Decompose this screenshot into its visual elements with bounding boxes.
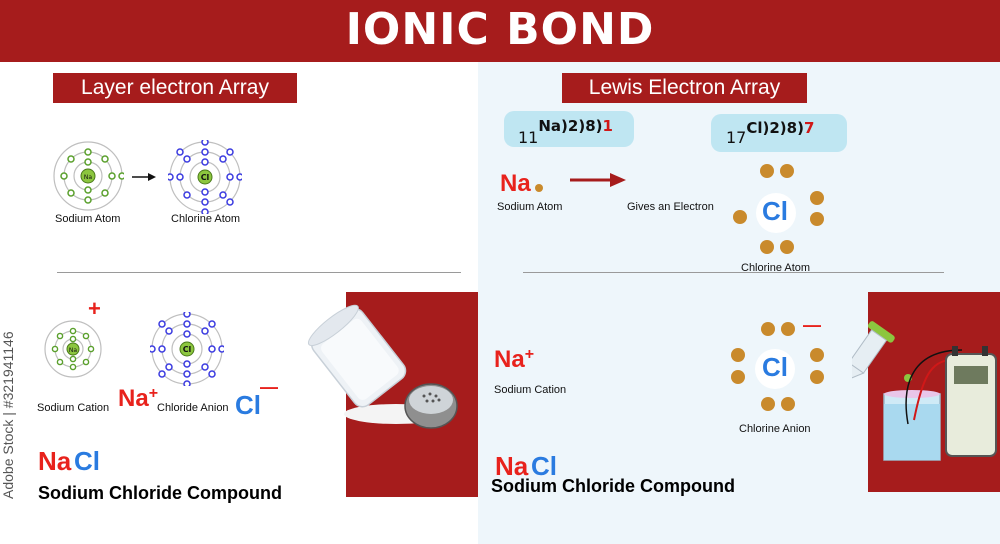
- transfer-arrow-icon: [570, 173, 626, 187]
- sodium-cation-label: Sodium Cation: [37, 402, 110, 414]
- cl-anion-electron-dot: [810, 370, 824, 384]
- lewis-chlorine-atom-label: Chlorine Atom: [741, 262, 811, 274]
- compound-label: Sodium Chloride Compound: [38, 483, 282, 503]
- cl-anion-electron-dot: [781, 322, 795, 336]
- header-bar: [0, 0, 1000, 62]
- cl-anion-electron-dot: [731, 348, 745, 362]
- chloride-nucleus-text: Cl: [183, 345, 192, 354]
- salt-shaker-illustration: [307, 304, 458, 429]
- chlorine-nucleus-text: Cl: [201, 173, 210, 182]
- chloride-anion-symbol: Cl: [235, 390, 261, 420]
- lewis-sodium-cation-label: Sodium Cation: [494, 384, 567, 396]
- compound-cl-symbol: Cl: [74, 446, 100, 476]
- page-title: IONIC BOND: [345, 4, 655, 55]
- sodium-cation-plus: +: [88, 296, 101, 321]
- chlorine-atom-label: Chlorine Atom: [171, 213, 241, 225]
- lewis-compound-cl: Cl: [531, 451, 557, 481]
- arrow-icon: [132, 173, 156, 181]
- lewis-chlorine-anion-label: Chlorine Anion: [739, 423, 811, 435]
- right-divider: [523, 272, 944, 273]
- sodium-electron-config: 11Na)2)8)1: [518, 117, 613, 147]
- lewis-chloride-minus: —: [803, 315, 821, 335]
- sodium-config-pill: [504, 111, 634, 147]
- stock-watermark: Adobe Stock | #321941146: [0, 331, 16, 499]
- sodium-valence-dot: [535, 184, 543, 192]
- sodium-atom-diagram: Na: [53, 141, 124, 211]
- lewis-na-symbol: Na: [500, 170, 531, 197]
- cl-anion-electron-dot: [810, 348, 824, 362]
- cl-anion-electron-dot: [781, 397, 795, 411]
- lewis-compound-na: Na: [495, 451, 529, 481]
- lewis-cl-anion-symbol: Cl: [762, 352, 788, 382]
- lewis-cl-symbol: Cl: [762, 196, 788, 226]
- sodium-cation-diagram: Na: [44, 320, 102, 378]
- cl-electron-dot: [810, 212, 824, 226]
- cl-electron-dot: [760, 164, 774, 178]
- lewis-compound-label: Sodium Chloride Compound: [491, 476, 735, 496]
- gives-electron-label: Gives an Electron: [627, 201, 714, 213]
- cl-electron-dot: [780, 164, 794, 178]
- cl-electron-dot: [733, 210, 747, 224]
- lewis-sodium-atom-label: Sodium Atom: [497, 201, 563, 213]
- chlorine-electron-config: 17Cl)2)8)7: [726, 119, 815, 147]
- layer-electron-banner: Layer electron Array: [53, 73, 297, 103]
- chlorine-atom-diagram: Cl: [168, 140, 242, 214]
- chloride-anion-diagram: Cl: [150, 312, 224, 386]
- lewis-cl-anion-circle: [755, 349, 795, 389]
- cl-electron-dot: [780, 240, 794, 254]
- chloride-anion-label: Chloride Anion: [157, 402, 229, 414]
- cl-anion-electron-dot: [731, 370, 745, 384]
- chloride-minus: —: [260, 377, 278, 397]
- cl-anion-electron-dot: [761, 397, 775, 411]
- sodium-nucleus-text: Na: [84, 174, 92, 181]
- sodium-cation-symbol: Na+: [118, 385, 159, 412]
- cl-electron-dot: [760, 240, 774, 254]
- lewis-cl-circle: [756, 193, 796, 233]
- sodium-cation-nucleus-text: Na: [69, 347, 77, 354]
- left-divider: [57, 272, 461, 273]
- cl-electron-dot: [810, 191, 824, 205]
- conductivity-test-illustration: [852, 321, 997, 461]
- cl-anion-electron-dot: [761, 322, 775, 336]
- lewis-electron-banner: Lewis Electron Array: [562, 73, 807, 103]
- chlorine-config-pill: [711, 114, 847, 152]
- lewis-na-cation-symbol: Na+: [494, 346, 535, 373]
- sodium-atom-label: Sodium Atom: [55, 213, 121, 225]
- compound-na-symbol: Na: [38, 446, 72, 476]
